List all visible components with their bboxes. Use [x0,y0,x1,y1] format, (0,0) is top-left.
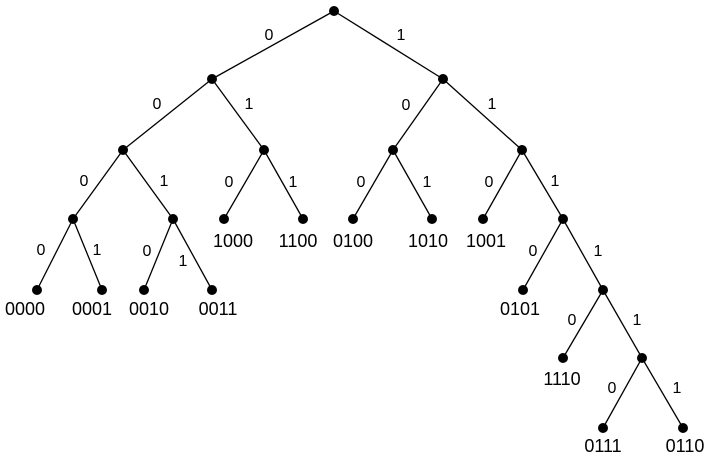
tree-edge-right [602,289,643,359]
edge-label-right: 1 [93,242,102,259]
edge-label-right: 1 [594,243,603,260]
tree-node [637,353,647,363]
tree-node [329,6,339,16]
leaf-code-label: 0011 [199,299,238,319]
tree-edge-left [223,149,265,220]
tree-edge-left [122,78,213,151]
tree-node [598,285,608,295]
leaf-code-label: 0111 [584,436,621,455]
leaf-code-label: 1010 [408,231,448,251]
edge-label-left: 0 [357,174,366,191]
tree-edge-left [36,218,74,291]
tree-edge-left [211,10,335,80]
tree-node [207,74,217,84]
tree-edge-left [392,78,444,151]
leaf-node [558,353,568,363]
leaf-node [348,214,358,224]
edge-label-right: 1 [551,173,560,190]
tree-edge-right [562,218,604,291]
leaf-node [97,285,107,295]
leaf-code-label: 1000 [213,231,253,251]
edge-label-right: 1 [423,174,432,191]
leaf-code-label: 1001 [466,231,506,251]
edge-label-right: 1 [673,380,682,397]
leaf-code-label: 0110 [666,436,705,455]
tree-node [558,214,568,224]
leaf-node [219,214,229,224]
tree-edge-left [352,149,394,220]
tree-edges [36,10,684,429]
leaf-node [518,285,528,295]
edge-label-right: 1 [488,96,497,113]
leaf-code-label: 0101 [500,299,540,319]
tree-edge-right [392,149,433,220]
tree-node [168,214,178,224]
leaf-node [478,214,488,224]
edge-label-left: 0 [265,27,274,44]
leaf-code-label: 0001 [72,299,112,319]
tree-node [68,214,78,224]
tree-edge-left [72,149,124,220]
tree-node [259,145,269,155]
tree-edge-right [172,218,213,291]
edge-label-left: 0 [485,174,494,191]
leaf-node [139,285,149,295]
tree-node [517,145,527,155]
tree-edge-right [211,78,265,151]
tree-nodes [32,6,688,433]
leaf-code-label: 0100 [333,231,373,251]
leaf-node [598,423,608,433]
edge-label-left: 0 [529,243,538,260]
edge-label-left: 0 [143,243,152,260]
leaf-code-label: 1110 [543,369,580,389]
leaf-node [678,423,688,433]
leaf-node [427,214,437,224]
edge-label-left: 0 [568,312,577,329]
leaf-node [207,285,217,295]
edge-label-right: 1 [179,253,188,270]
edge-label-left: 0 [153,96,162,113]
tree-edge-right [72,218,103,291]
tree-node [388,145,398,155]
tree-edge-right [122,149,174,220]
edge-label-left: 0 [608,380,617,397]
leaf-code-label: 0010 [129,299,169,319]
leaf-node [298,214,308,224]
edge-label-right: 1 [160,173,169,190]
leaf-code-label: 1100 [279,231,318,251]
tree-edge-left [562,289,604,359]
tree-edge-right [521,149,564,220]
edge-label-right: 1 [289,174,298,191]
edge-label-left: 0 [80,173,89,190]
edge-label-right: 1 [633,312,642,329]
tree-edge-right [442,78,523,151]
edge-label-left: 0 [225,174,234,191]
tree-edge-left [482,149,523,220]
leaf-code-label: 0000 [5,299,45,319]
tree-edge-right [333,10,444,80]
edge-label-left: 0 [37,242,46,259]
tree-edge-right [263,149,304,220]
tree-node [118,145,128,155]
edge-label-right: 1 [245,96,254,113]
edge-label-left: 0 [402,97,411,114]
tree-node [438,74,448,84]
tree-edge-left [143,218,174,291]
tree-edge-left [522,218,564,291]
leaf-node [32,285,42,295]
tree-edge-right [641,357,684,429]
tree-edge-left [602,357,643,429]
edge-label-right: 1 [397,27,406,44]
